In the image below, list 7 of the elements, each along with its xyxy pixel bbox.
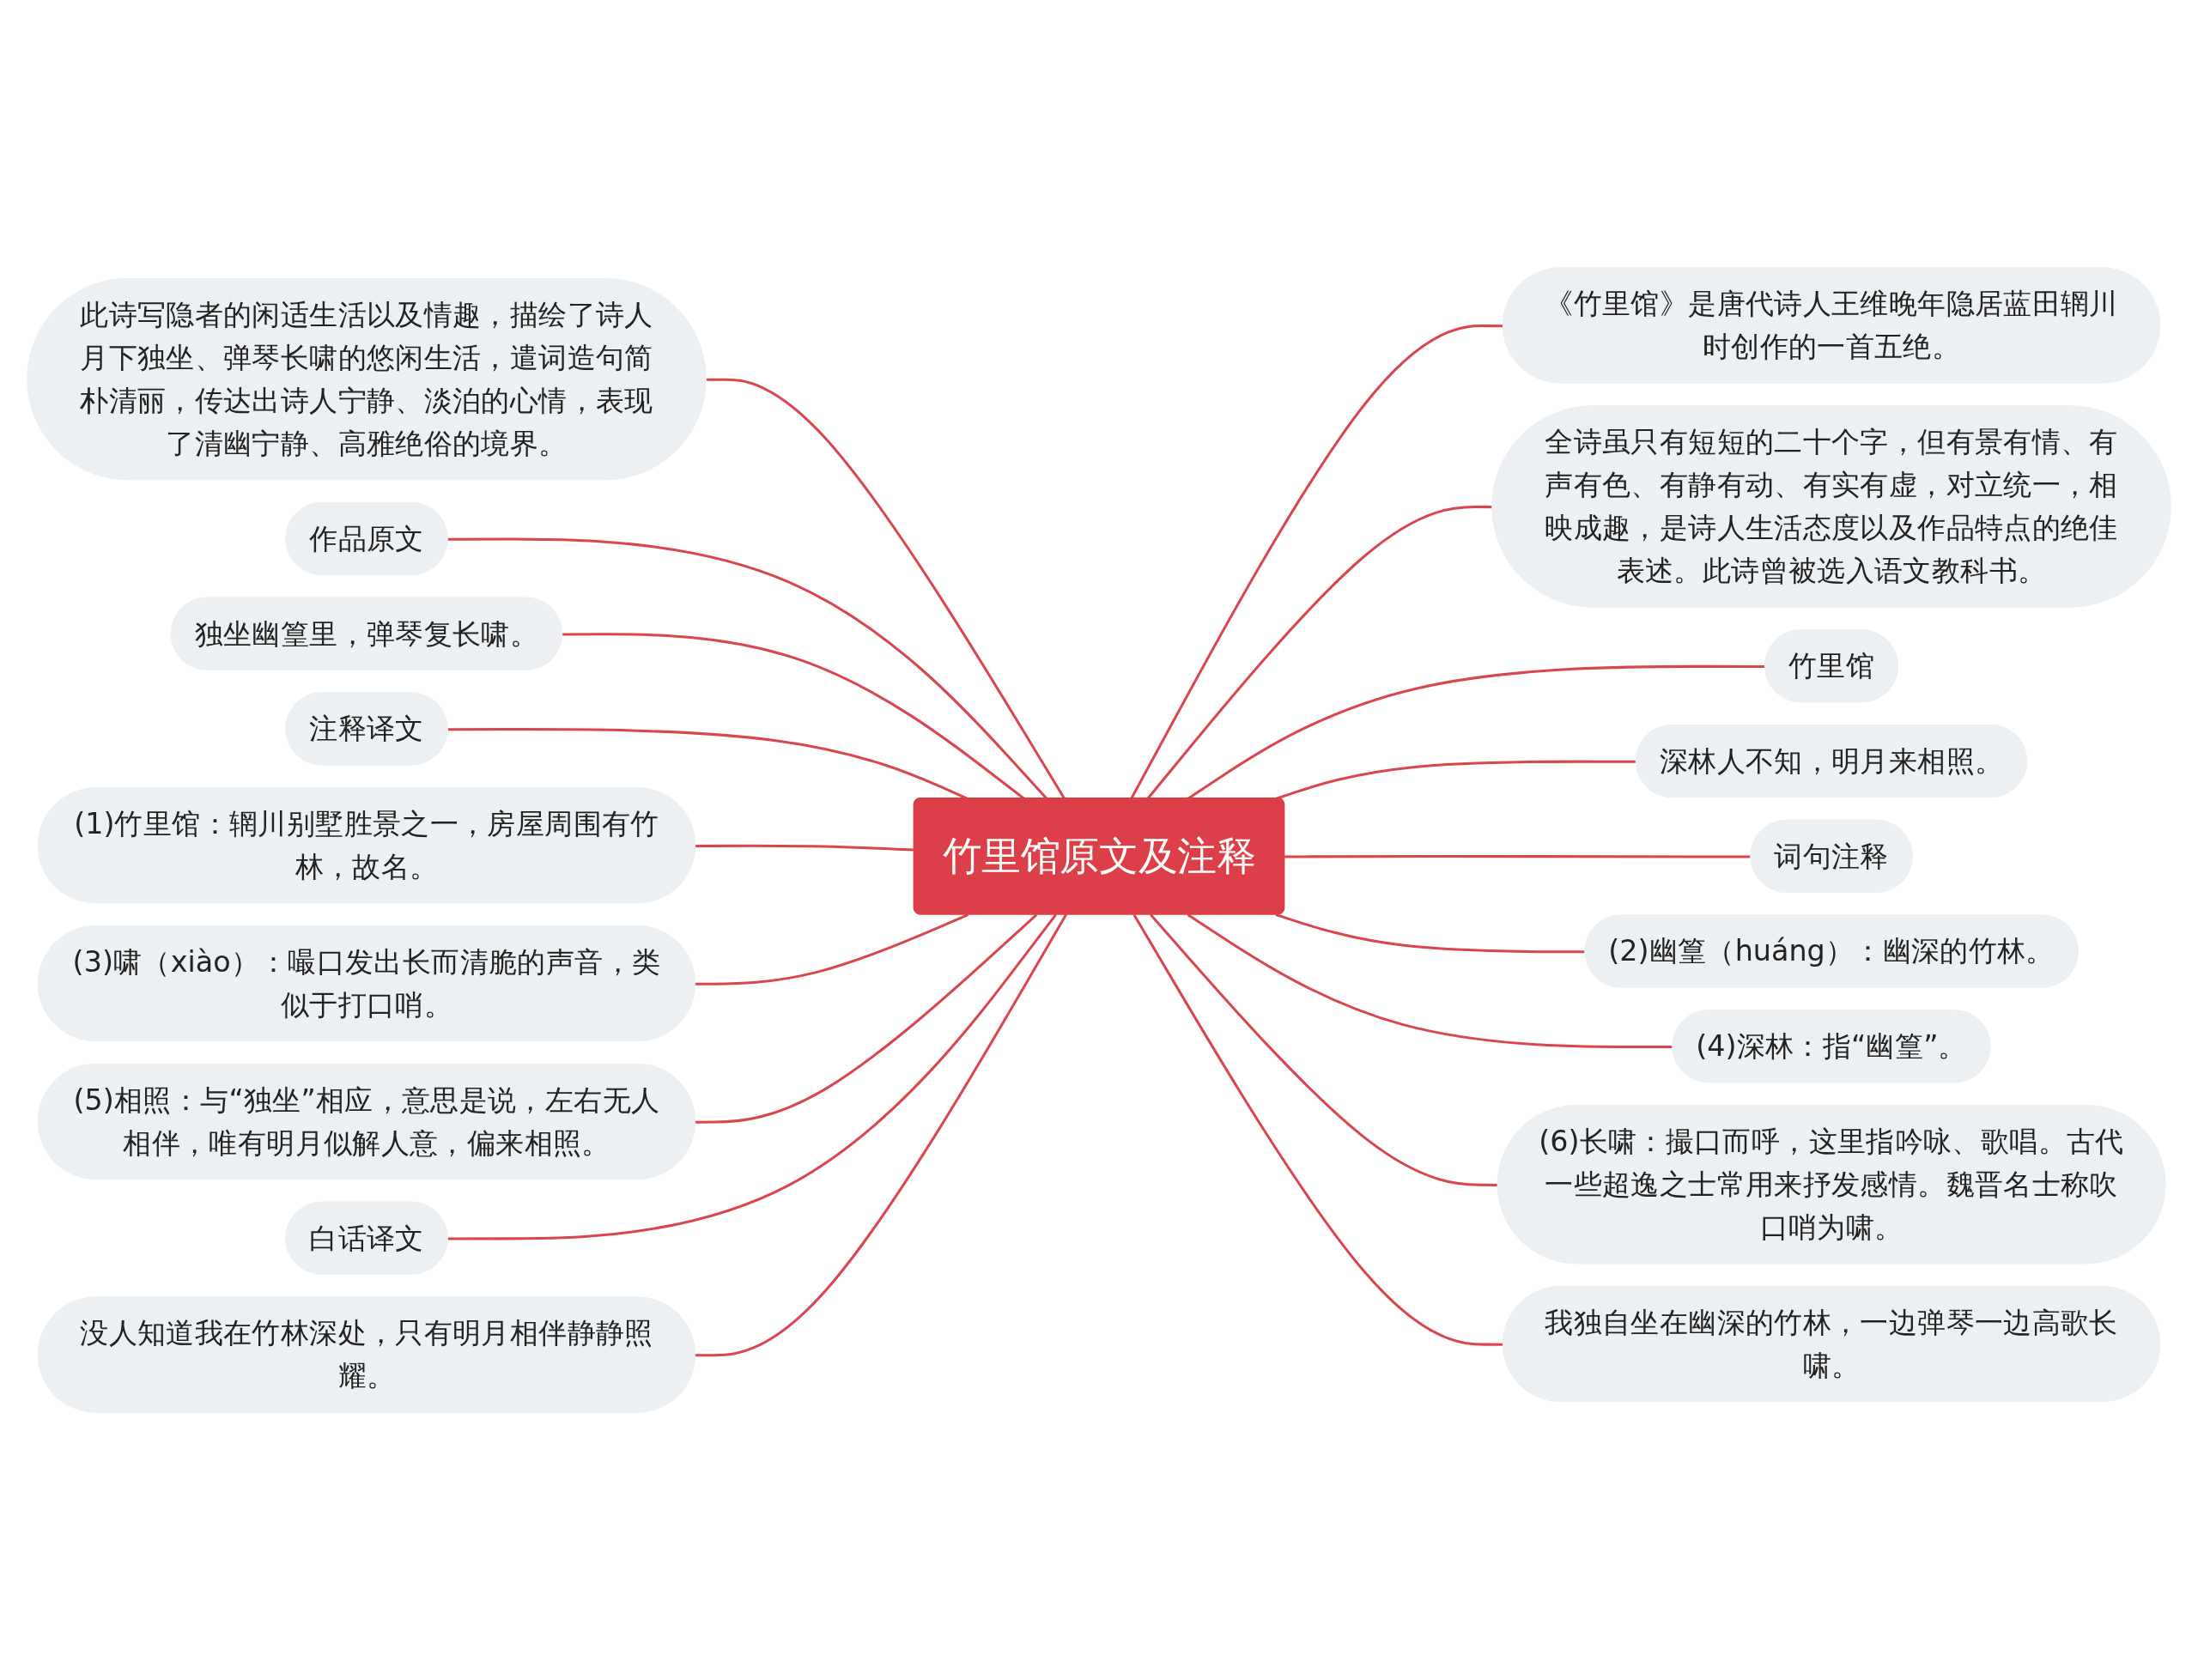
connector	[695, 913, 1038, 1124]
connector	[447, 913, 1057, 1240]
connector	[1187, 913, 1673, 1049]
connector	[1275, 913, 1586, 954]
connector	[1284, 855, 1752, 858]
connector	[695, 913, 1067, 1357]
connector	[695, 913, 968, 986]
